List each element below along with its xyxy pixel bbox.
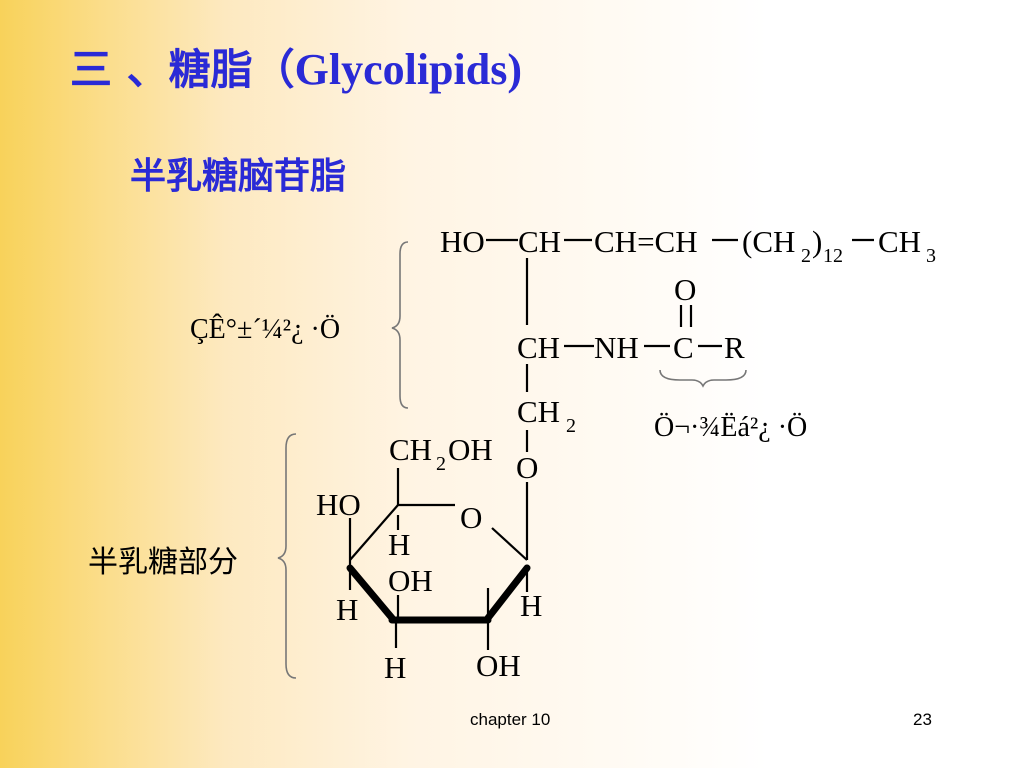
row1-ch3: CH xyxy=(878,224,921,259)
sugar-h-c2: H xyxy=(384,650,406,685)
ring-bond-o-c1 xyxy=(491,527,528,561)
row1-paren-close: ) xyxy=(812,224,822,259)
ring-bond-c5-c4 xyxy=(349,504,399,561)
sugar-h-c3-left: H xyxy=(336,592,358,627)
row1-sub-3: 3 xyxy=(926,245,936,267)
sugar-oh-c3: OH xyxy=(388,563,433,598)
glycosidic-o: O xyxy=(516,450,538,485)
ring-bold-bond-c4-c3 xyxy=(346,564,396,622)
row3-sub-2: 2 xyxy=(566,415,576,437)
row1-sub-2: 2 xyxy=(801,245,811,267)
sugar-oh-c2: OH xyxy=(476,648,521,683)
sugar-ch2oh-b: OH xyxy=(448,432,493,467)
row1-ho: HO xyxy=(440,224,485,259)
galactose-brace xyxy=(277,433,297,679)
sugar-h-c4: H xyxy=(388,527,410,562)
title-prefix: 三 、糖脂（ xyxy=(70,45,295,94)
sugar-ch2oh-a: CH xyxy=(389,432,432,467)
page-subtitle: 半乳糖脑苷脂 xyxy=(130,156,347,197)
sugar-ho: HO xyxy=(316,487,361,522)
row2-ch: CH xyxy=(517,330,560,365)
ring-bold-bond-c2-c1 xyxy=(484,564,531,622)
fatty-acid-brace xyxy=(659,369,747,388)
row2-r: R xyxy=(724,330,745,365)
row1-ch-eq-ch: CH=CH xyxy=(594,224,698,259)
sugar-ring-o: O xyxy=(460,500,482,535)
title-latin: Glycolipids) xyxy=(294,45,522,94)
row1-ch: CH xyxy=(518,224,561,259)
row2-c: C xyxy=(673,330,694,365)
sugar-ch2oh-sub: 2 xyxy=(436,453,446,475)
row3-ch2: CH xyxy=(517,394,560,429)
sphingosine-label: ÇÊ°±´¼²¿ ·Ö xyxy=(190,314,340,345)
row1-sub-12: 12 xyxy=(823,245,843,267)
galactose-label: 半乳糖部分 xyxy=(88,545,238,580)
row2-nh: NH xyxy=(594,330,639,365)
footer-page-number: 23 xyxy=(913,710,932,729)
carbonyl-o: O xyxy=(674,272,696,307)
footer-chapter: chapter 10 xyxy=(470,710,551,729)
sphingosine-brace xyxy=(391,241,409,409)
page-title: 三 、糖脂（Glycolipids) xyxy=(70,36,522,97)
sugar-h-c1: H xyxy=(520,588,542,623)
row1-ch2-paren: (CH xyxy=(742,224,795,259)
fatty-acid-label: Ö¬·¾Ëá²¿ ·Ö xyxy=(654,412,807,443)
